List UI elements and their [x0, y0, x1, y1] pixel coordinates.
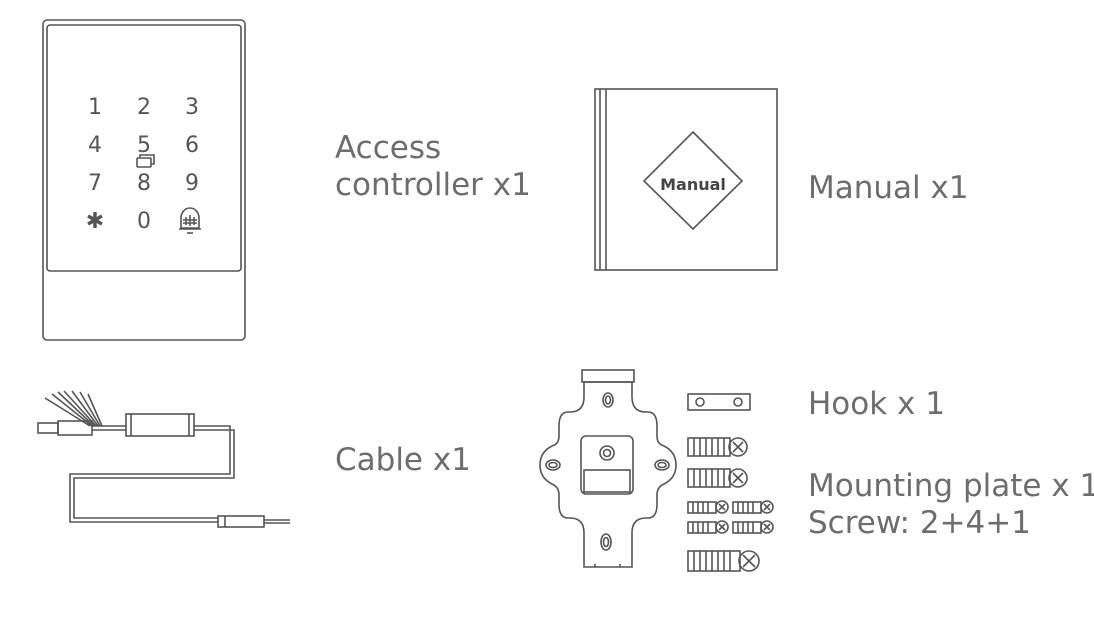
mounting-plate-icon — [539, 369, 677, 568]
keypad-key: 0 — [137, 209, 151, 234]
keypad-key: 5 — [137, 133, 151, 158]
doorbell-icon — [179, 207, 201, 234]
screw-large-1 — [687, 437, 748, 457]
screw-small-2 — [732, 500, 774, 514]
hook-icon — [687, 393, 751, 411]
screw-extra-large — [687, 550, 760, 572]
keypad-key: 9 — [185, 171, 199, 196]
access-controller-icon: 1 2 3 4 5 6 7 8 9 ✱ 0 — [42, 19, 246, 341]
screw-large-2 — [687, 468, 748, 488]
access-controller-label: Access controller x1 — [335, 130, 531, 204]
card-icon — [136, 154, 155, 168]
screw-small-1 — [687, 500, 729, 514]
access-controller-label-line2: controller x1 — [335, 167, 531, 203]
keypad-key: 8 — [137, 171, 151, 196]
keypad-key: 2 — [137, 95, 151, 120]
keypad-key: 4 — [88, 133, 102, 158]
keypad-key: 1 — [88, 95, 102, 120]
manual-cover-text: Manual — [660, 175, 726, 194]
screws-icon — [687, 437, 774, 572]
manual-label: Manual x1 — [808, 170, 969, 206]
cable-icon — [37, 390, 290, 528]
mounting-plate-label: Mounting plate x 1 Screw: 2+4+1 — [808, 468, 1094, 542]
screw-small-4 — [732, 520, 774, 534]
keypad-key: 3 — [185, 95, 199, 120]
screw-small-3 — [687, 520, 729, 534]
access-controller-label-line1: Access — [335, 130, 442, 166]
cable-label: Cable x1 — [335, 442, 471, 478]
screw-label: Screw: 2+4+1 — [808, 505, 1031, 541]
keypad-key: 6 — [185, 133, 199, 158]
hook-label: Hook x 1 — [808, 386, 945, 422]
keypad-key: 7 — [88, 171, 102, 196]
keypad-key: ✱ — [86, 209, 104, 234]
manual-book-icon: Manual — [594, 88, 778, 271]
mounting-plate-label-line1: Mounting plate x 1 — [808, 468, 1094, 504]
keypad: 1 2 3 4 5 6 7 8 9 ✱ 0 — [86, 95, 199, 234]
